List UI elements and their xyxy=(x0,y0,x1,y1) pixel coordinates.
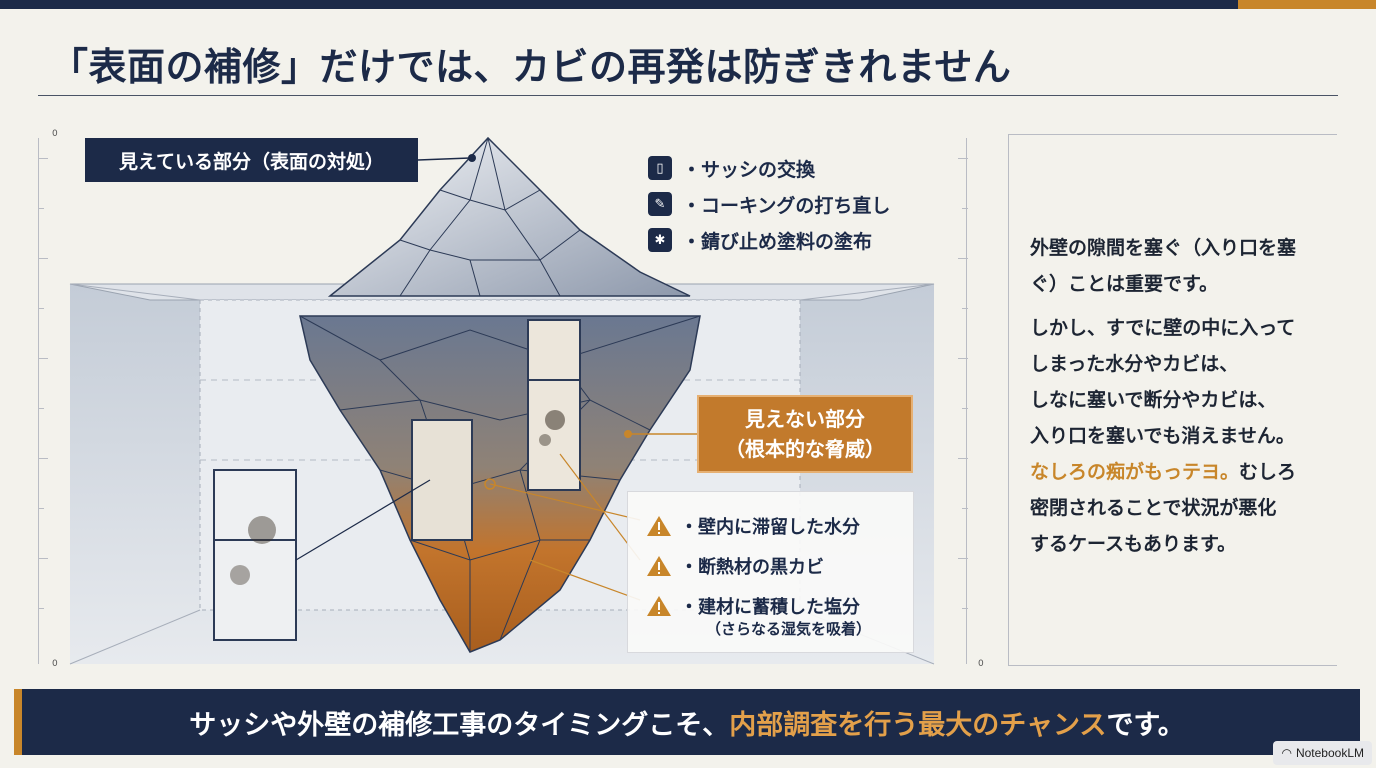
hidden-label-line1: 見えない部分 xyxy=(745,407,865,431)
side-text-line: 入り口を塞いでも消えません。 xyxy=(1030,425,1295,447)
notebooklm-logo-icon: ◠ xyxy=(1281,746,1292,760)
wall-cutaway-left xyxy=(213,469,297,641)
warning-icon xyxy=(647,596,671,616)
top-accent-bar xyxy=(1238,0,1376,9)
side-text-line: なしろの痴がもっテヨ。むしろ xyxy=(1030,454,1330,490)
side-text-line: するケースもあります。 xyxy=(1030,533,1237,555)
threat-item-label: ・壁内に滞留した水分 xyxy=(680,517,860,538)
warning-icon xyxy=(647,556,671,576)
fix-item: ▯ ・サッシの交換 xyxy=(648,150,890,186)
side-text-line: しまった水分やカビは、 xyxy=(1030,353,1239,375)
fix-item-label: ・コーキングの打ち直し xyxy=(682,194,891,217)
left-ruler xyxy=(36,138,48,664)
visible-pointer-dot xyxy=(468,154,476,162)
side-text-line: しかし、すでに壁の中に入って xyxy=(1030,317,1296,339)
right-ruler xyxy=(958,138,970,664)
side-text-line: しなに塞いで断分やカビは、 xyxy=(1030,389,1277,411)
surface-fix-list: ▯ ・サッシの交換 ✎ ・コーキングの打ち直し ✱ ・錆び止め塗料の塗布 xyxy=(648,150,890,258)
visible-part-label: 見えている部分（表面の対処） xyxy=(85,138,418,182)
brand-label: NotebookLM xyxy=(1295,746,1364,760)
side-explanation: 外壁の隙間を塞ぐ（入り口を塞 ぐ）ことは重要です。 しかし、すでに壁の中に入って… xyxy=(1030,230,1330,562)
fix-item-label: ・錆び止め塗料の塗布 xyxy=(682,230,873,253)
top-bar xyxy=(0,0,1376,9)
bottom-message-part1: サッシや外壁の補修工事のタイミングこそ、 xyxy=(189,709,730,741)
threat-item-label: ・建材に蓄積した塩分 xyxy=(680,597,860,618)
banner-accent-edge xyxy=(14,689,22,755)
threat-item: ・建材に蓄積した塩分 xyxy=(646,586,871,626)
bottom-message-highlight: 内部調査を行う最大のチャンス xyxy=(729,709,1107,741)
caulking-gun-icon: ✎ xyxy=(648,192,672,216)
side-text-line: 密閉されることで状況が悪化 xyxy=(1030,497,1277,519)
left-ruler-label-top: 0 xyxy=(52,129,58,139)
threat-item-label: ・断熱材の黒カビ xyxy=(680,557,824,578)
wall-cutaway-right xyxy=(527,319,581,491)
side-text-accent: なしろの痴がもっテヨ。 xyxy=(1030,461,1240,483)
hidden-label-line2: （根本的な脅威） xyxy=(725,437,885,461)
warning-icon xyxy=(647,516,671,536)
window-frame-icon: ▯ xyxy=(648,156,672,180)
threat-note: （さらなる湿気を吸着） xyxy=(706,620,872,638)
right-ruler-label-bottom: 0 xyxy=(978,659,984,669)
threat-item: ・壁内に滞留した水分 xyxy=(646,506,871,546)
fix-item: ✱ ・錆び止め塗料の塗布 xyxy=(648,222,890,258)
side-panel-frame xyxy=(1008,134,1337,666)
page-title: 「表面の補修」だけでは、カビの再発は防ぎきれません xyxy=(50,45,1012,89)
wall-cutaway-center xyxy=(411,419,473,541)
hidden-part-label: 見えない部分 （根本的な脅威） xyxy=(697,395,913,473)
title-divider xyxy=(38,95,1338,96)
fix-item: ✎ ・コーキングの打ち直し xyxy=(648,186,890,222)
threat-panel: ・壁内に滞留した水分 ・断熱材の黒カビ ・建材に蓄積した塩分 （さらなる湿気を吸… xyxy=(627,491,914,653)
left-ruler-label-bottom: 0 xyxy=(52,659,58,669)
spray-can-icon: ✱ xyxy=(648,228,672,252)
side-text-line: ぐ）ことは重要です。 xyxy=(1030,273,1219,295)
bottom-message-part2: です。 xyxy=(1106,709,1185,741)
fix-item-label: ・サッシの交換 xyxy=(682,158,816,181)
bottom-banner: サッシや外壁の補修工事のタイミングこそ、 内部調査を行う最大のチャンス です。 xyxy=(14,689,1360,755)
side-text-line: 外壁の隙間を塞ぐ（入り口を塞 xyxy=(1030,237,1297,259)
bottom-message: サッシや外壁の補修工事のタイミングこそ、 内部調査を行う最大のチャンス です。 xyxy=(14,689,1360,755)
notebooklm-badge[interactable]: ◠ NotebookLM xyxy=(1273,741,1372,765)
side-text-rest: むしろ xyxy=(1239,461,1297,483)
threat-item: ・断熱材の黒カビ xyxy=(646,546,871,586)
threat-list: ・壁内に滞留した水分 ・断熱材の黒カビ ・建材に蓄積した塩分 （さらなる湿気を吸… xyxy=(646,506,871,639)
